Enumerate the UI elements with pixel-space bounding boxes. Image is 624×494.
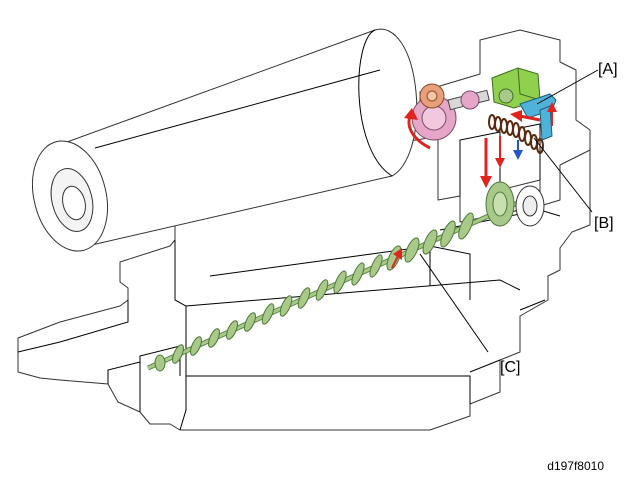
callout-c: [C] xyxy=(500,359,520,376)
leader-lines xyxy=(419,69,599,353)
auger-flights xyxy=(172,212,474,364)
auger-drive-hub xyxy=(485,181,545,227)
drum-cylinder xyxy=(32,28,418,252)
figure-code: d197f8010 xyxy=(547,459,604,473)
auger-arrow xyxy=(391,255,399,269)
rotation-arrow xyxy=(407,115,431,150)
callout-b: [B] xyxy=(594,215,614,232)
leader-b xyxy=(533,137,593,213)
flow-arrows xyxy=(391,102,557,269)
auger-shaft xyxy=(146,181,545,372)
gear-train xyxy=(411,67,557,154)
left-arrow xyxy=(519,114,541,122)
cyan-lever xyxy=(519,93,557,141)
leader-a xyxy=(536,69,599,105)
callout-a: [A] xyxy=(598,61,618,78)
leader-c xyxy=(419,253,489,353)
auger-end-collar xyxy=(154,354,166,372)
